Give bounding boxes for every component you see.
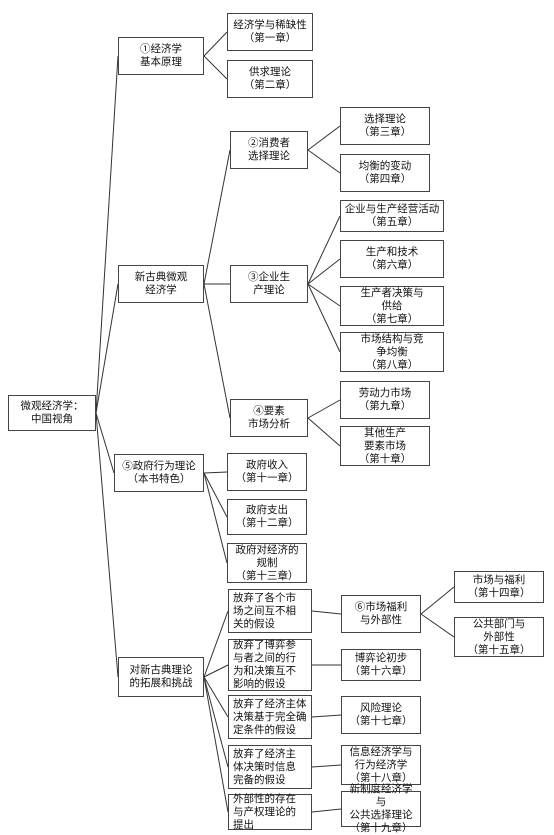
chapter-box: 经济学与稀缺性 （第一章）: [227, 13, 313, 51]
connector-line: [420, 586, 455, 615]
connector-line: [95, 412, 115, 474]
root-node: 微观经济学： 中国视角: [8, 395, 96, 431]
connector-line: [307, 399, 341, 419]
chapter-box: 生产者决策与 供给 （第七章）: [340, 286, 444, 326]
connector-line: [203, 664, 229, 678]
theory-box: 风险理论 （第十七章）: [341, 696, 421, 734]
connector-line: [203, 472, 228, 564]
connector-line: [203, 472, 228, 518]
connector-line: [311, 714, 342, 718]
chapter-box: 政府对经济的 规制 （第十三章）: [227, 543, 307, 583]
branch-government: ⑤政府行为理论 （本书特色）: [114, 454, 204, 492]
connector-line: [420, 613, 455, 638]
connector-line: [311, 808, 342, 813]
chapter-box: 市场与福利 （第十四章）: [454, 571, 544, 603]
connector-line: [203, 676, 229, 813]
sub-consumer-choice: ②消费者 选择理论: [230, 131, 308, 169]
sub-firm-production: ③企业生 产理论: [230, 265, 308, 303]
chapter-box: 劳动力市场 （第九章）: [340, 381, 430, 419]
sub-factor-market: ④要素 市场分析: [230, 399, 308, 437]
connector-line: [307, 149, 341, 174]
connector-line: [307, 283, 341, 353]
chapter-box: 政府支出 （第十二章）: [227, 499, 307, 535]
connector-line: [95, 55, 119, 414]
chapter-box: 均衡的变动 （第四章）: [340, 154, 430, 192]
theory-box: 信息经济学与 行为经济学 （第十八章）: [341, 745, 421, 785]
branch-extensions: 对新古典理论 的拓展和挑战: [118, 657, 204, 697]
branch-neoclassical: 新古典微观 经济学: [118, 265, 204, 303]
chapter-box: 其他生产 要素市场 （第十章）: [340, 426, 430, 466]
theory-box: ⑥市场福利 与外部性: [341, 595, 421, 633]
theory-box: 博弈论初步 （第十六章）: [341, 649, 421, 681]
assumption-box: 放弃了经济主体 决策基于完全确 定条件的假设: [228, 695, 312, 739]
connector-line: [311, 764, 342, 768]
connector-line: [307, 215, 341, 285]
chapter-box: 供求理论 （第二章）: [227, 60, 313, 98]
assumption-box: 放弃了博弈参 与者之间的行 为和决策互不 影响的假设: [228, 639, 312, 691]
connector-line: [307, 125, 341, 151]
connector-line: [203, 471, 228, 474]
connector-line: [307, 417, 341, 447]
connector-line: [203, 676, 229, 718]
chapter-box: 政府收入 （第十一章）: [227, 453, 307, 491]
connector-line: [203, 31, 228, 57]
chapter-box: 企业与生产经营活动 （第五章）: [340, 200, 444, 232]
chapter-box: 公共部门与 外部性 （第十五章）: [454, 617, 544, 657]
assumption-box: 放弃了各个市 场之间互不相 关的假设: [228, 589, 312, 633]
connector-line: [95, 412, 119, 678]
assumption-box: 外部性的存在 与产权理论的 提出: [228, 793, 312, 831]
connector-line: [203, 283, 231, 419]
connector-line: [203, 676, 229, 768]
connector-line: [95, 283, 119, 414]
connector-line: [311, 610, 342, 615]
connector-line: [307, 258, 341, 285]
connector-line: [203, 55, 228, 80]
connector-line: [203, 149, 231, 285]
chapter-box: 选择理论 （第三章）: [340, 107, 430, 145]
chapter-box: 市场结构与竞 争均衡 （第八章）: [340, 332, 444, 372]
assumption-box: 放弃了经济主 体决策时信息 完备的假设: [228, 745, 312, 789]
connector-line: [307, 283, 341, 307]
theory-box: 新制度经济学与 公共选择理论 （第十九章）: [341, 783, 421, 834]
chapter-box: 生产和技术 （第六章）: [340, 240, 444, 278]
branch-basic-principles: ①经济学 基本原理: [118, 37, 204, 75]
connector-line: [203, 610, 229, 678]
